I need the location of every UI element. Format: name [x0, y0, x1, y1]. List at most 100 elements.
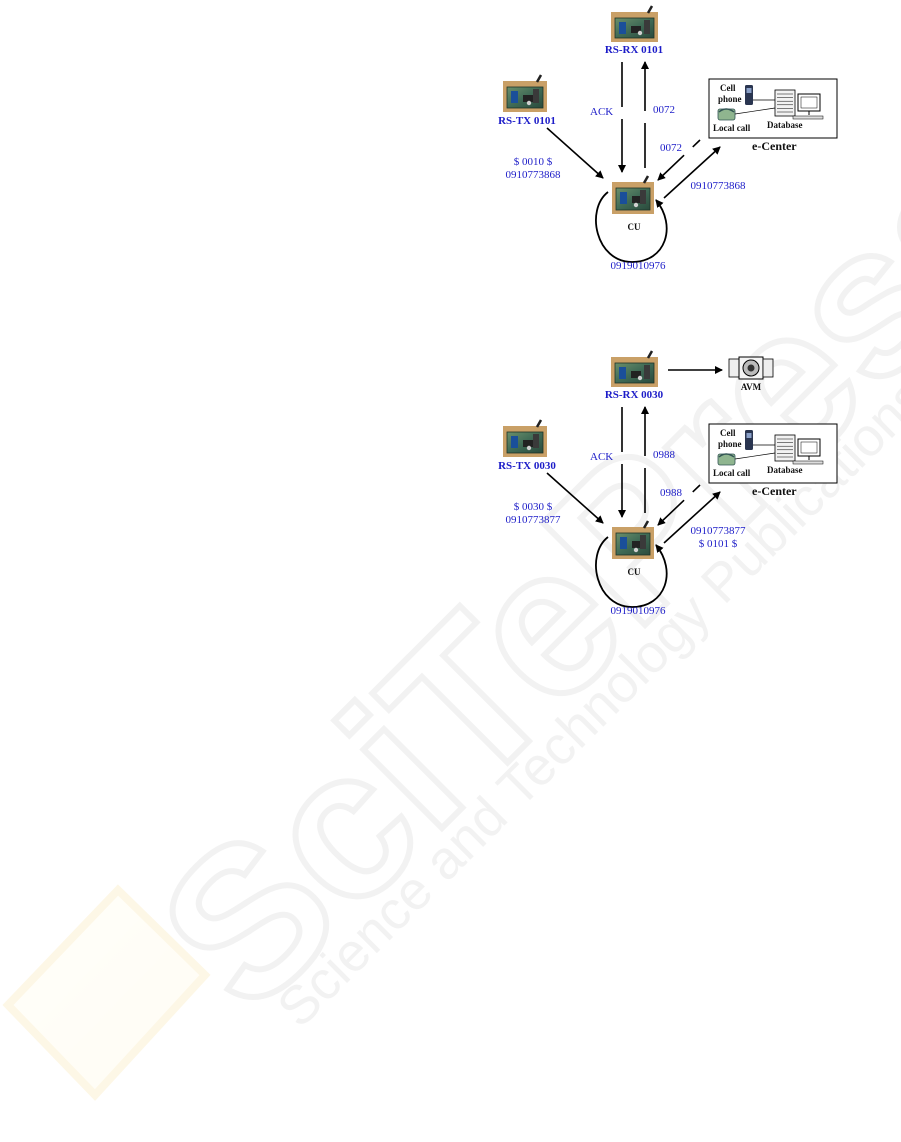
tx-board-ic — [523, 95, 533, 102]
avm-label: AVM — [741, 382, 762, 392]
cell-phone-label-line1: Cell — [720, 83, 736, 93]
e-center-title: e-Center — [752, 139, 797, 153]
cu-board-ic — [632, 541, 642, 548]
phone-handset-icon — [718, 453, 735, 458]
center-code-label: 0988 — [660, 487, 683, 499]
watermark-title: SciTePress — [116, 96, 901, 1052]
cu-board-antenna — [642, 175, 650, 184]
cell-phone-label-line2: phone — [718, 439, 742, 449]
cu-board-led — [633, 547, 639, 553]
ecenter-link-line — [734, 107, 776, 115]
local-call-label: Local call — [713, 123, 751, 133]
monitor-screen-icon — [800, 441, 818, 454]
monitor-screen-icon — [800, 96, 818, 109]
tx-label: RS-TX 0101 — [498, 115, 556, 127]
center-message-line2: $ 0101 $ — [699, 538, 738, 550]
database-server-icon — [774, 89, 796, 117]
rx-board-chip — [619, 367, 626, 379]
tx-board-ic — [523, 440, 533, 447]
cu-board — [612, 520, 654, 559]
cu-board-antenna — [642, 520, 650, 529]
tx-board — [503, 419, 547, 457]
center-to-cu-arrow — [657, 484, 701, 526]
ack-label: ACK — [590, 451, 613, 463]
avm-device — [728, 356, 774, 380]
cu-label: CU — [628, 222, 641, 232]
phone-handset-icon — [718, 108, 735, 113]
tx-board-led — [526, 100, 532, 106]
tx-board-antenna — [535, 74, 543, 83]
ack-label: ACK — [590, 106, 613, 118]
monitor-icon — [797, 93, 821, 112]
tx-board-connector — [533, 434, 539, 448]
cell-phone-screen-icon — [746, 88, 752, 93]
cu-self-loop-arrow — [595, 536, 668, 608]
rx-board-antenna — [646, 350, 654, 359]
center-number-label: 0910773877 — [691, 525, 747, 537]
tx-board-led — [526, 445, 532, 451]
cu-board-chip — [620, 192, 627, 204]
rx-board-antenna — [646, 5, 654, 14]
avm-speaker-center-icon — [747, 364, 755, 372]
avm-speaker-right-icon — [762, 358, 774, 378]
tx-label: RS-TX 0030 — [498, 460, 556, 472]
tx-board-chip — [511, 91, 518, 103]
cu-board-ic — [632, 196, 642, 203]
watermark-paper-logo — [2, 884, 211, 1101]
rx-board-ic — [631, 26, 641, 33]
rx-board-led — [637, 30, 643, 36]
center-code-label: 0072 — [660, 142, 682, 154]
tx-board-antenna — [535, 419, 543, 428]
cu-board-connector — [640, 535, 646, 549]
cu-board-led — [633, 202, 639, 208]
tx-message-line2: 0910773868 — [506, 169, 562, 181]
database-label: Database — [767, 465, 803, 475]
keyboard-icon — [792, 115, 824, 120]
cu-self-loop-arrow — [595, 191, 668, 263]
watermark: SciTePress Science and Technology Public… — [2, 93, 901, 1101]
avm-speaker-left-icon — [728, 358, 740, 378]
center-to-cu-arrow — [657, 139, 701, 181]
tx-to-cu-arrow — [546, 472, 604, 524]
monitor-icon — [797, 438, 821, 457]
cu-label: CU — [628, 567, 641, 577]
rx-board-connector — [644, 365, 650, 379]
cell-phone-label-line1: Cell — [720, 428, 736, 438]
e-center-title: e-Center — [752, 484, 797, 498]
tx-message-line1: $ 0030 $ — [514, 501, 553, 513]
center-number-label: 0910773868 — [691, 180, 747, 192]
rx-board-led — [637, 375, 643, 381]
ecenter-link-line — [734, 452, 776, 460]
cu-board-connector — [640, 190, 646, 204]
cu-board — [612, 175, 654, 214]
rx-code-label: 0988 — [653, 449, 676, 461]
cell-phone-label-line2: phone — [718, 94, 742, 104]
database-server-icon — [774, 434, 796, 462]
rx-board-connector — [644, 20, 650, 34]
cu-board-chip — [620, 537, 627, 549]
rx-board-chip — [619, 22, 626, 34]
cu-number: 0919010976 — [611, 260, 667, 272]
cu-number: 0919010976 — [611, 605, 667, 617]
rx-label: RS-RX 0030 — [605, 389, 664, 401]
rx-label: RS-RX 0101 — [605, 44, 663, 56]
rx-board — [611, 5, 658, 42]
tx-board — [503, 74, 547, 112]
keyboard-icon — [792, 460, 824, 465]
rx-code-label: 0072 — [653, 104, 675, 116]
local-call-label: Local call — [713, 468, 751, 478]
rx-board — [611, 350, 658, 387]
cu-to-center-arrow — [663, 146, 721, 199]
tx-message-line2: 0910773877 — [506, 514, 562, 526]
cu-to-center-arrow — [663, 491, 721, 544]
rx-board-ic — [631, 371, 641, 378]
tx-message-line1: $ 0010 $ — [514, 156, 553, 168]
tx-to-cu-arrow — [546, 127, 604, 179]
cell-phone-screen-icon — [746, 433, 752, 438]
